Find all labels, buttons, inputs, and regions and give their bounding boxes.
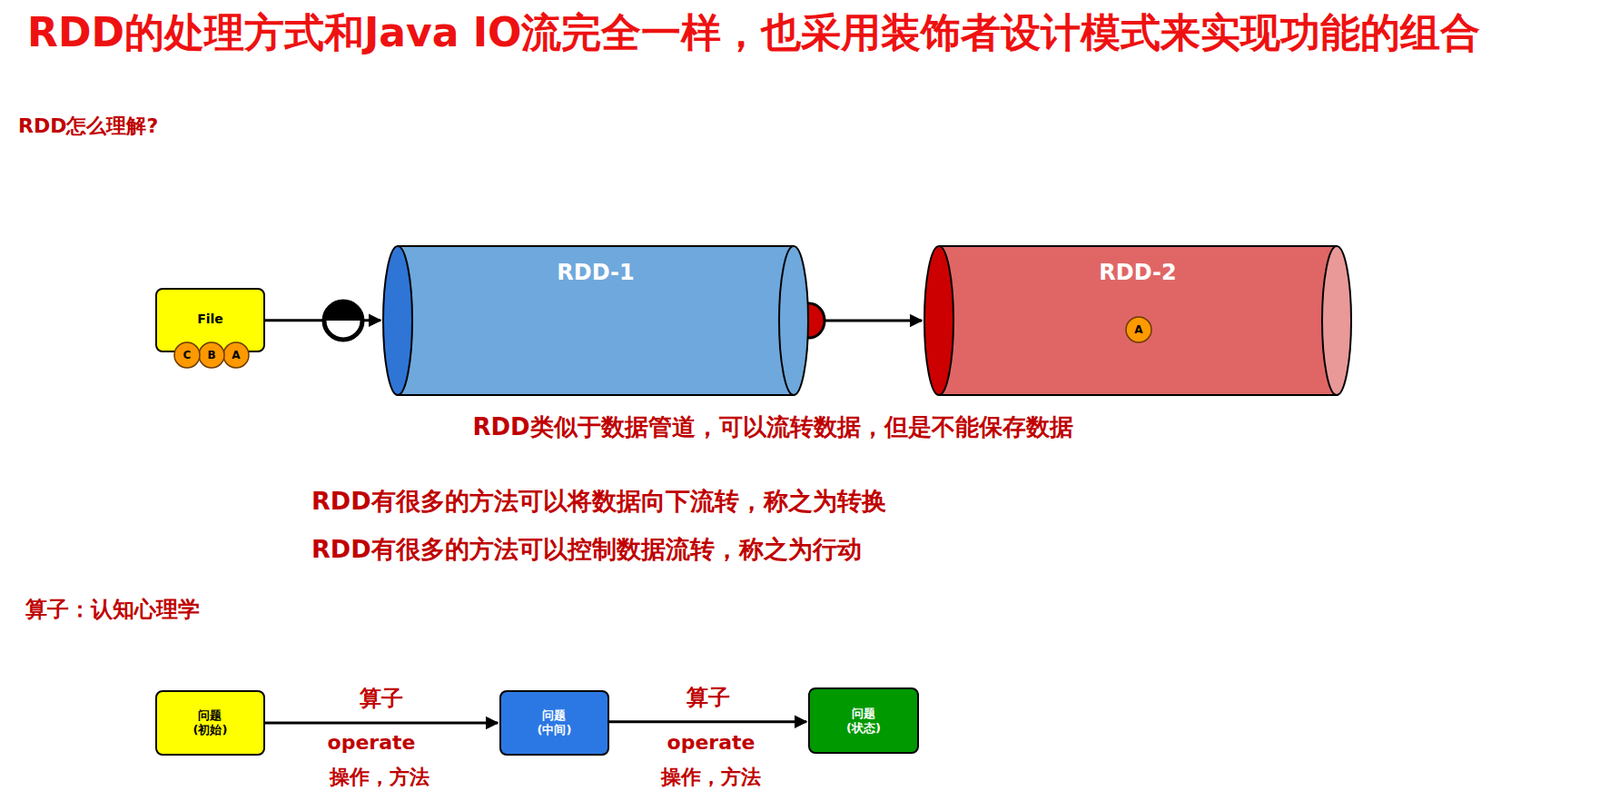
ball-shape xyxy=(1125,316,1152,343)
operator-word: operate xyxy=(667,730,756,755)
ball-shape xyxy=(198,342,225,368)
note-text: RDD有很多的方法可以将数据向下流转，称之为转换 xyxy=(311,486,887,516)
operator-word: 操作，方法 xyxy=(329,765,430,790)
ball-shape xyxy=(174,342,200,368)
problem-box: 问题 (中间) xyxy=(499,690,610,756)
node-text: C xyxy=(183,348,192,362)
data-ball: C xyxy=(173,341,201,369)
rdd-pipe: RDD-1 xyxy=(382,245,810,396)
file-box: FileCBA xyxy=(155,287,266,353)
section-heading: 算子：认知心理学 xyxy=(25,596,200,623)
pipe-body xyxy=(938,246,1337,396)
edge-label: 算子 xyxy=(357,685,405,712)
rdd-pipe: RDD-2A xyxy=(923,245,1353,396)
pipe-body xyxy=(397,246,794,396)
flow-arrow xyxy=(609,720,807,723)
data-ball: B xyxy=(197,341,226,369)
half-filled-circle xyxy=(324,301,363,340)
problem-box: 问题 (状态) xyxy=(808,687,919,754)
node-text: RDD-1 xyxy=(556,259,634,287)
problem-box: 问题 (初始) xyxy=(155,690,266,756)
data-ball: A xyxy=(1125,316,1153,344)
edge-label: 算子 xyxy=(684,684,732,712)
node-text: RDD-2 xyxy=(1098,259,1176,287)
pipe-mouth xyxy=(924,246,954,396)
pipe-mouth xyxy=(383,246,413,396)
note-text: RDD有很多的方法可以控制数据流转，称之为行动 xyxy=(311,534,862,564)
node-text: File xyxy=(197,311,224,327)
page-title: RDD的处理方式和Java IO流完全一样，也采用装饰者设计模式来实现功能的组合 xyxy=(27,9,1481,58)
operator-word: operate xyxy=(327,730,416,755)
node-text: 问题 (中间) xyxy=(534,708,574,737)
pipe-edge xyxy=(397,245,794,247)
node-text: A xyxy=(231,348,240,362)
ball-shape xyxy=(223,342,249,368)
section-heading: RDD怎么理解? xyxy=(18,114,159,139)
flow-arrow xyxy=(809,319,922,323)
flow-arrow xyxy=(265,721,498,725)
pipe-end xyxy=(1322,246,1352,396)
circle-fill xyxy=(324,301,363,321)
pipe-edge xyxy=(397,394,794,396)
node-text: B xyxy=(207,348,216,362)
note-text: RDD类似于数据管道，可以流转数据，但是不能保存数据 xyxy=(472,413,1073,442)
data-ball: A xyxy=(222,341,250,369)
node-text: 问题 (初始) xyxy=(190,708,230,737)
pipe-edge xyxy=(938,394,1337,396)
operator-word: 操作，方法 xyxy=(661,765,761,790)
pipe-end xyxy=(779,246,809,396)
pipe-edge xyxy=(938,245,1337,247)
node-text: A xyxy=(1134,323,1143,336)
circle-ring xyxy=(324,301,363,340)
node-text: 问题 (状态) xyxy=(844,706,884,735)
